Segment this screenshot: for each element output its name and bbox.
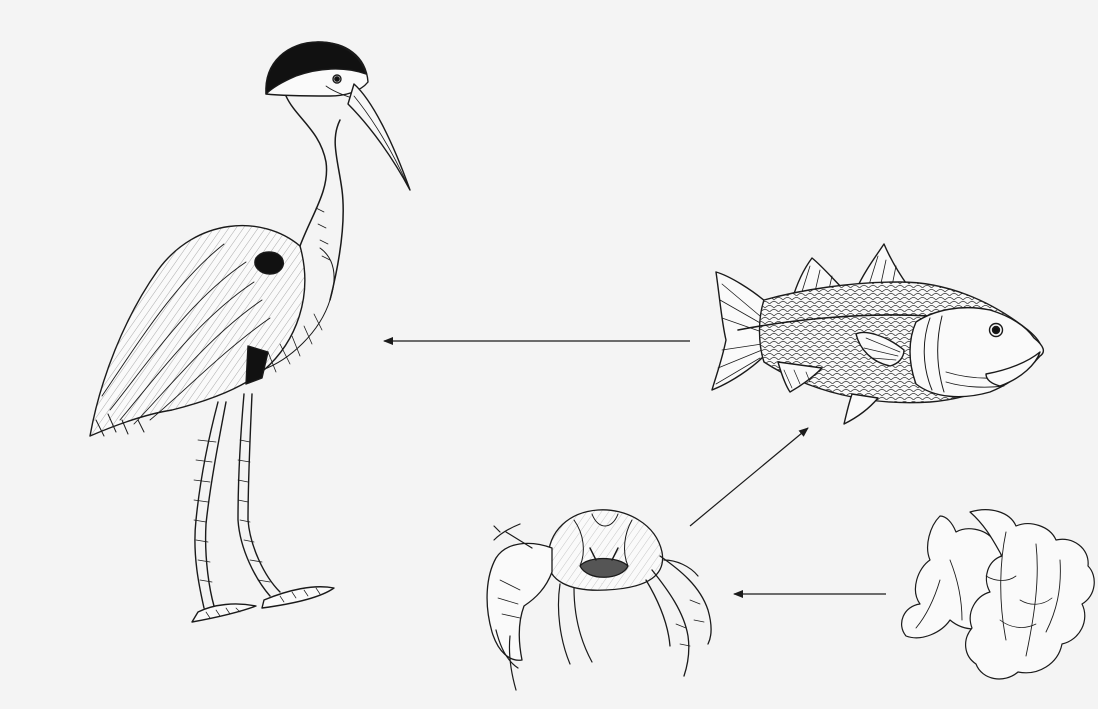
food-web-diagram xyxy=(0,0,1098,709)
food-web-svg xyxy=(0,0,1098,709)
